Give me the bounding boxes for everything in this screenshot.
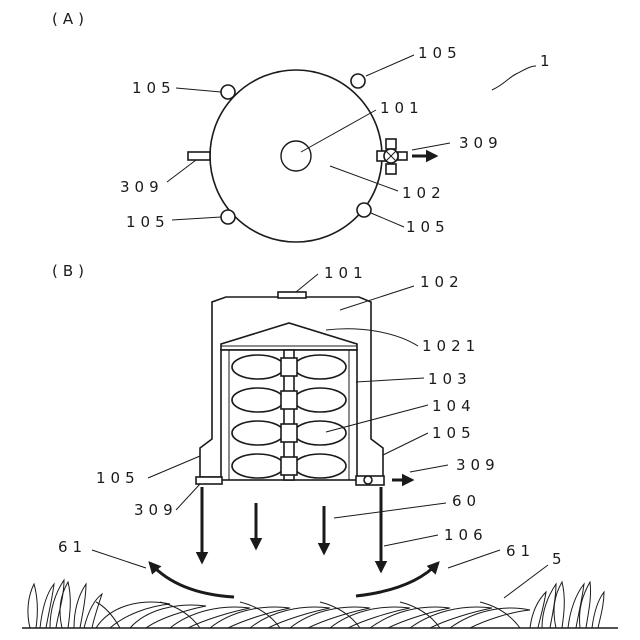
curve-arrow-left xyxy=(150,563,234,597)
label-105-bottom-left: 105 xyxy=(126,213,170,231)
label-105-top-left: 105 xyxy=(132,79,176,97)
label-309-right-a: 309 xyxy=(459,134,503,152)
crops-flattened xyxy=(96,602,530,628)
label-105-top-right: 105 xyxy=(418,44,462,62)
crops-right xyxy=(530,582,604,628)
leg-105-bottom-left xyxy=(221,210,235,224)
label-309-left-a: 309 xyxy=(120,178,164,196)
label-60: 60 xyxy=(452,492,481,510)
leg-105-top-right xyxy=(351,74,365,88)
label-105-bottom-right: 105 xyxy=(406,218,450,236)
label-309-right-b: 309 xyxy=(456,456,500,474)
label-105-left-b: 105 xyxy=(96,469,140,487)
label-102-b: 102 xyxy=(420,273,464,291)
pipe-309-left-b xyxy=(196,477,222,484)
leg-105-top-left xyxy=(221,85,235,99)
label-61-left: 61 xyxy=(58,538,87,556)
label-102-a: 102 xyxy=(402,184,446,202)
figure-a-top-view: (A) 105 xyxy=(52,10,555,242)
label-104: 104 xyxy=(432,397,476,415)
label-309-left-b: 309 xyxy=(134,501,178,519)
label-1021: 1021 xyxy=(422,337,480,355)
label-5: 5 xyxy=(552,550,567,568)
crops-left xyxy=(28,580,102,628)
label-61-right: 61 xyxy=(506,542,535,560)
label-1: 1 xyxy=(540,52,555,70)
device-body-top xyxy=(210,70,382,242)
label-103: 103 xyxy=(428,370,472,388)
panel-label-b: (B) xyxy=(52,262,89,280)
curve-arrow-right xyxy=(356,563,438,596)
cap-101 xyxy=(278,292,306,298)
pipe-309-left xyxy=(188,152,210,160)
figure-b-side-view: (B) xyxy=(22,262,618,628)
label-101-b: 101 xyxy=(324,264,368,282)
label-105-right-b: 105 xyxy=(432,424,476,442)
panel-label-a: (A) xyxy=(52,10,89,28)
ref-1-squiggle xyxy=(492,66,536,90)
label-106: 106 xyxy=(444,526,488,544)
leg-105-bottom-right xyxy=(357,203,371,217)
label-101-a: 101 xyxy=(380,99,424,117)
